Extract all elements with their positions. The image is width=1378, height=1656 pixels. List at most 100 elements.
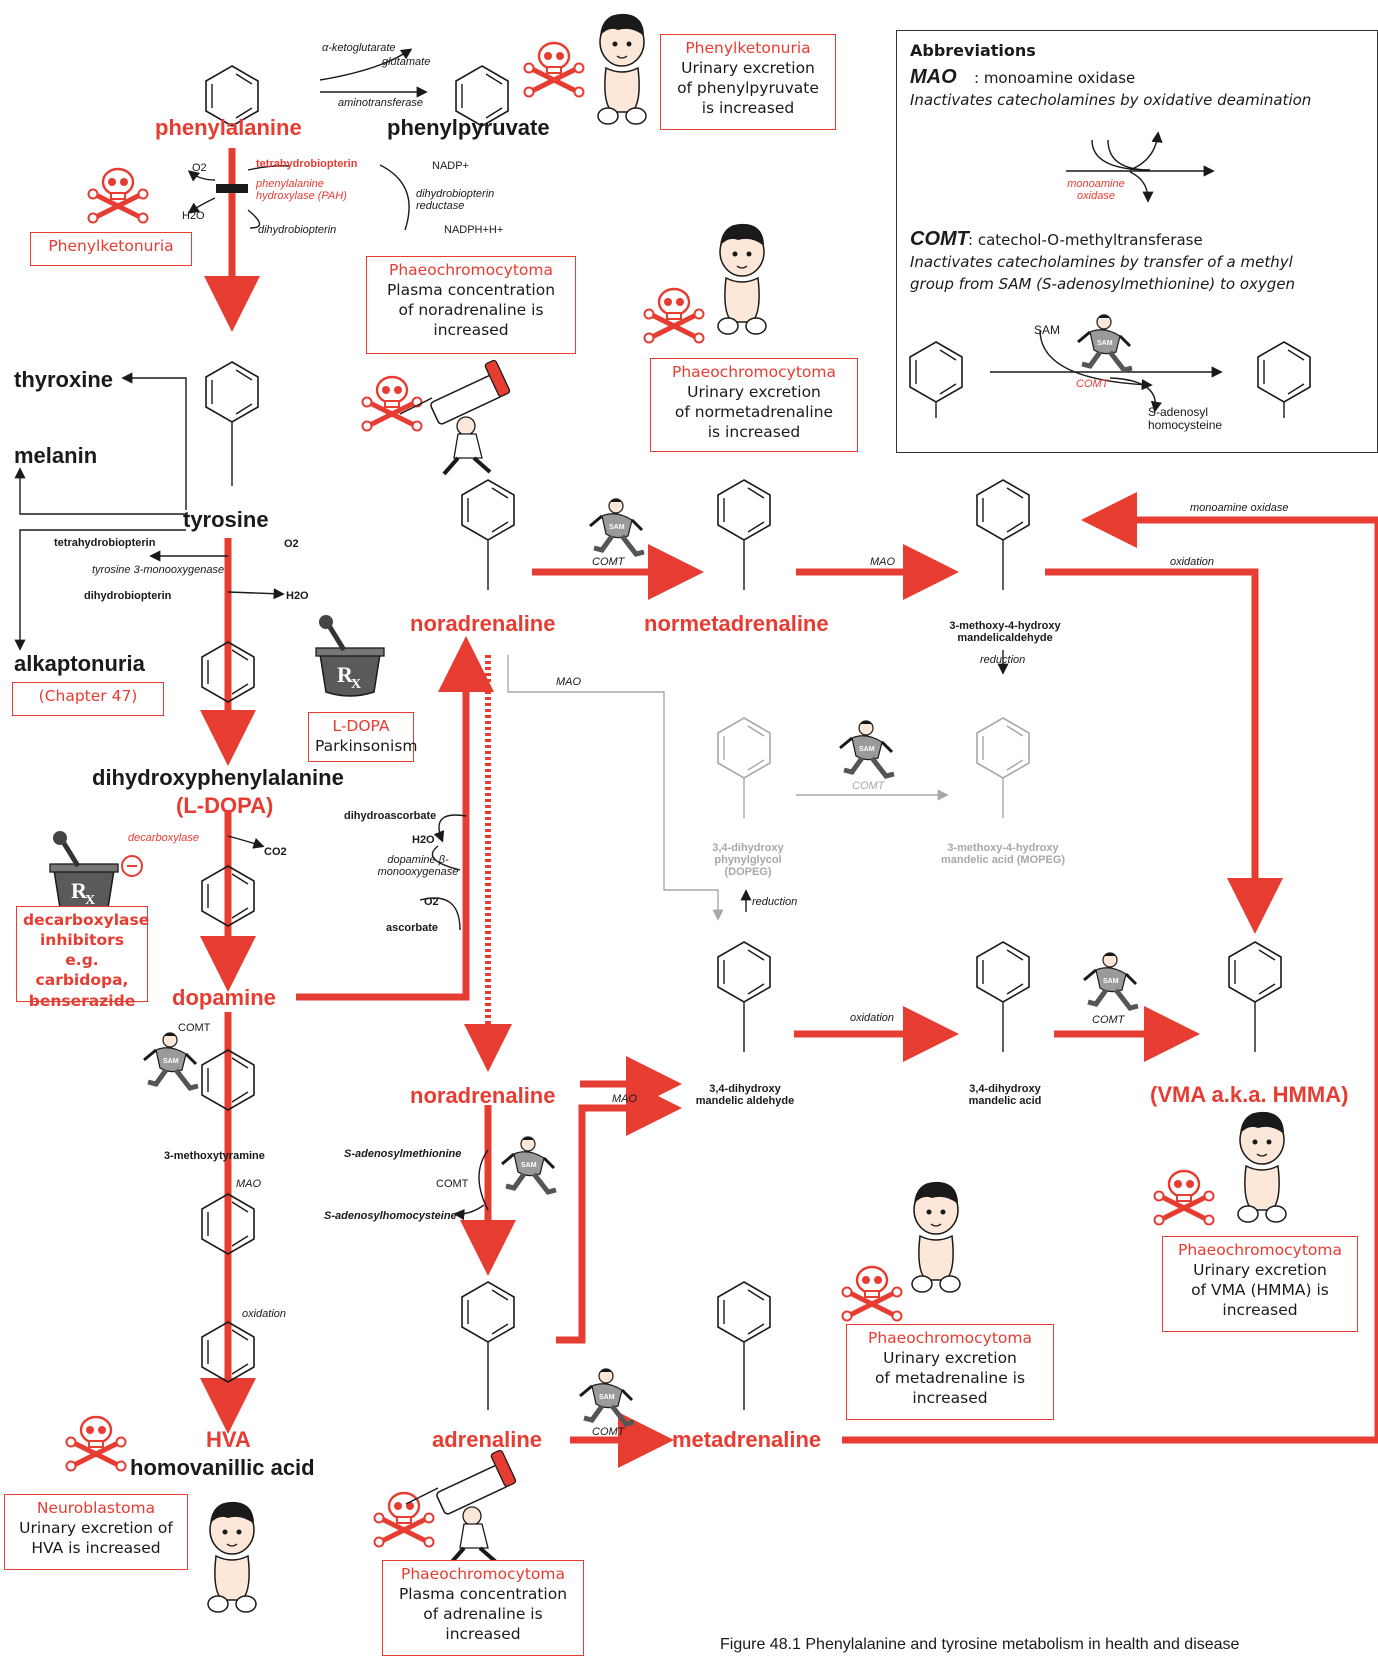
mao-abbr: MAO <box>910 66 957 88</box>
ldopa-label: (L-DOPA) <box>176 793 274 818</box>
dopamine-label: dopamine <box>172 985 276 1010</box>
tyrosine-ring-molecule <box>205 361 259 423</box>
sam-runner-icon <box>144 1033 198 1088</box>
skull-crossbones-icon <box>375 1493 434 1547</box>
noradrenaline-label: noradrenaline <box>410 611 556 636</box>
dopeg-label: 3,4-dihydroxy phynylglycol (DOPEG) <box>712 842 784 879</box>
sam-label: S-adenosylmethionine <box>344 1148 462 1160</box>
skull-crossbones-icon <box>363 377 422 431</box>
skull-crossbones-icon <box>843 1267 902 1321</box>
mao-def: : monoamine oxidase <box>974 69 1136 87</box>
aketoglutarate-label: α-ketoglutarate <box>322 42 396 54</box>
mao-label-2: MAO <box>556 676 582 688</box>
phaeo-plasma-na-box: Phaeochromocytoma Plasma concentration o… <box>366 256 576 354</box>
arrow-adr-to-dhma <box>556 1080 682 1344</box>
sam-runner-icon <box>580 1369 634 1424</box>
boy-on-potty-icon <box>597 13 647 125</box>
na-ring-molecule <box>461 479 515 541</box>
oxidation-label-1: oxidation <box>1170 556 1215 568</box>
figure-caption: Figure 48.1 Phenylalanine and tyrosine m… <box>720 1636 1240 1653</box>
h2o-label: H2O <box>182 210 205 222</box>
h2o-2-label: H2O <box>286 590 309 602</box>
dhm-aldehyde-label: 3,4-dihydroxy mandelic aldehyde <box>695 1083 795 1108</box>
noradrenaline-2-label: noradrenaline <box>410 1083 556 1108</box>
comt-label-5: COMT <box>592 1426 625 1438</box>
boy-on-potty-icon <box>911 1181 961 1293</box>
arrow-mn-to-vma <box>842 520 1378 1444</box>
nadph-label: NADPH+H+ <box>444 224 504 236</box>
dihydrobiopterin-label: dihydrobiopterin <box>258 224 337 236</box>
abbreviations-heading: Abbreviations <box>910 41 1036 60</box>
phaeo-plasma-adr-box: Phaeochromocytoma Plasma concentration o… <box>382 1560 584 1656</box>
metadrenaline-label: metadrenaline <box>672 1427 822 1452</box>
comt-label-grey: COMT <box>852 780 885 792</box>
mao-label-1: MAO <box>870 556 896 568</box>
reduction-label-2: reduction <box>752 896 798 908</box>
vma-label: (VMA a.k.a. HMMA) <box>1150 1082 1349 1107</box>
tyrosine-label: tyrosine <box>183 507 269 532</box>
o2-2-label: O2 <box>284 538 299 550</box>
thyroxine-label: thyroxine <box>14 367 114 392</box>
skull-crossbones-icon <box>1155 1171 1214 1225</box>
pku-box: Phenylketonuria <box>30 232 192 266</box>
normetadrenaline-label: normetadrenaline <box>644 611 829 636</box>
reduction-label-1: reduction <box>980 654 1026 666</box>
comt-desc-2: group from SAM (S-adenosylmethionine) to… <box>910 275 1296 293</box>
main-pathway-arrows <box>200 148 1378 1468</box>
nadp-label: NADP+ <box>432 160 469 172</box>
phaeo-urine-mn-box: Phaeochromocytoma Urinary excretion of m… <box>846 1324 1054 1420</box>
sam-runner-icon <box>840 721 894 776</box>
phaeo-urine-nmn-box: Phaeochromocytoma Urinary excretion of n… <box>650 358 858 452</box>
comt-label-1: COMT <box>592 556 625 568</box>
pah-block-bar <box>216 184 248 193</box>
oxidation-label-3: oxidation <box>242 1308 287 1320</box>
skull-crossbones-icon <box>67 1417 126 1471</box>
o2-label: O2 <box>192 162 207 174</box>
methoxytyramine-label: 3-methoxytyramine <box>164 1150 265 1162</box>
dbh-label: dopamine β-monooxygenase <box>377 854 459 879</box>
phenylpyruvate-label: phenylpyruvate <box>387 115 550 140</box>
alkaptonuria-label: alkaptonuria <box>14 651 145 676</box>
pah-label: phenylalanine hydroxylase (PAH) <box>256 178 347 203</box>
mn-ring-molecule <box>717 1281 771 1343</box>
mopeg-ring-molecule <box>976 717 1030 779</box>
dhb-reductase-label: dihydrobiopterin reductase <box>416 188 495 213</box>
grey-paths <box>507 655 949 921</box>
side-chain-bonds <box>231 131 1285 1410</box>
tetrahydrobiopterin-2-label: tetrahydrobiopterin <box>54 537 156 549</box>
phaeo-urine-vma-box: Phaeochromocytoma Urinary excretion of V… <box>1162 1236 1358 1332</box>
abbr-comt-enzyme-label: COMT <box>1076 378 1109 390</box>
comt-def: : catechol-O-methyltransferase <box>968 231 1203 249</box>
dhma-ring-molecule <box>717 941 771 1003</box>
arrow-dopamine-to-na <box>296 636 494 1001</box>
sah-label: S-adenosylhomocysteine <box>324 1210 457 1222</box>
oxidation-label-2: oxidation <box>850 1012 895 1024</box>
dhmacid-ring-molecule <box>976 941 1030 1003</box>
vma-ring-molecule <box>1228 941 1282 1003</box>
mhm-aldehyde-label: 3-methoxy-4-hydroxy mandelicaldehyde <box>949 620 1061 645</box>
sam-runner-icon <box>502 1137 556 1192</box>
comt-abbr: COMT <box>910 228 969 250</box>
dhm-acid-label: 3,4-dihydroxy mandelic acid <box>968 1083 1042 1108</box>
mao-desc: Inactivates catecholamines by oxidative … <box>910 91 1312 109</box>
decarboxylase-inhibitors-box: decarboxylase inhibitors e.g. carbidopa,… <box>16 906 149 1010</box>
ascorbate-label: ascorbate <box>386 922 438 934</box>
comt-desc-1: Inactivates catecholamines by transfer o… <box>910 253 1293 271</box>
ldopa-parkinsonism-box: L-DOPA Parkinsonism <box>308 712 418 762</box>
pku-phenylpyruvate-box: Phenylketonuria Urinary excretion of phe… <box>660 34 836 130</box>
dopeg-ring-molecule <box>717 717 771 779</box>
arrow-mhma-to-vma <box>1045 568 1283 934</box>
mao-enzyme-label: monoamine oxidase <box>1067 178 1125 203</box>
aminotransferase-label: aminotransferase <box>338 97 423 109</box>
skull-crossbones-icon <box>525 43 584 97</box>
chapter-47-box: (Chapter 47) <box>12 682 164 716</box>
mao-label-3: MAO <box>236 1178 262 1190</box>
comt-label-4: COMT <box>436 1178 469 1190</box>
adr-ring-molecule <box>461 1281 515 1343</box>
sam-runner-icon <box>590 499 644 554</box>
melanin-label: melanin <box>14 443 98 468</box>
mao-label-4: MAO <box>612 1093 638 1105</box>
h2o-3-label: H2O <box>412 834 435 846</box>
mortar-pestle-rx-icon <box>316 615 384 696</box>
